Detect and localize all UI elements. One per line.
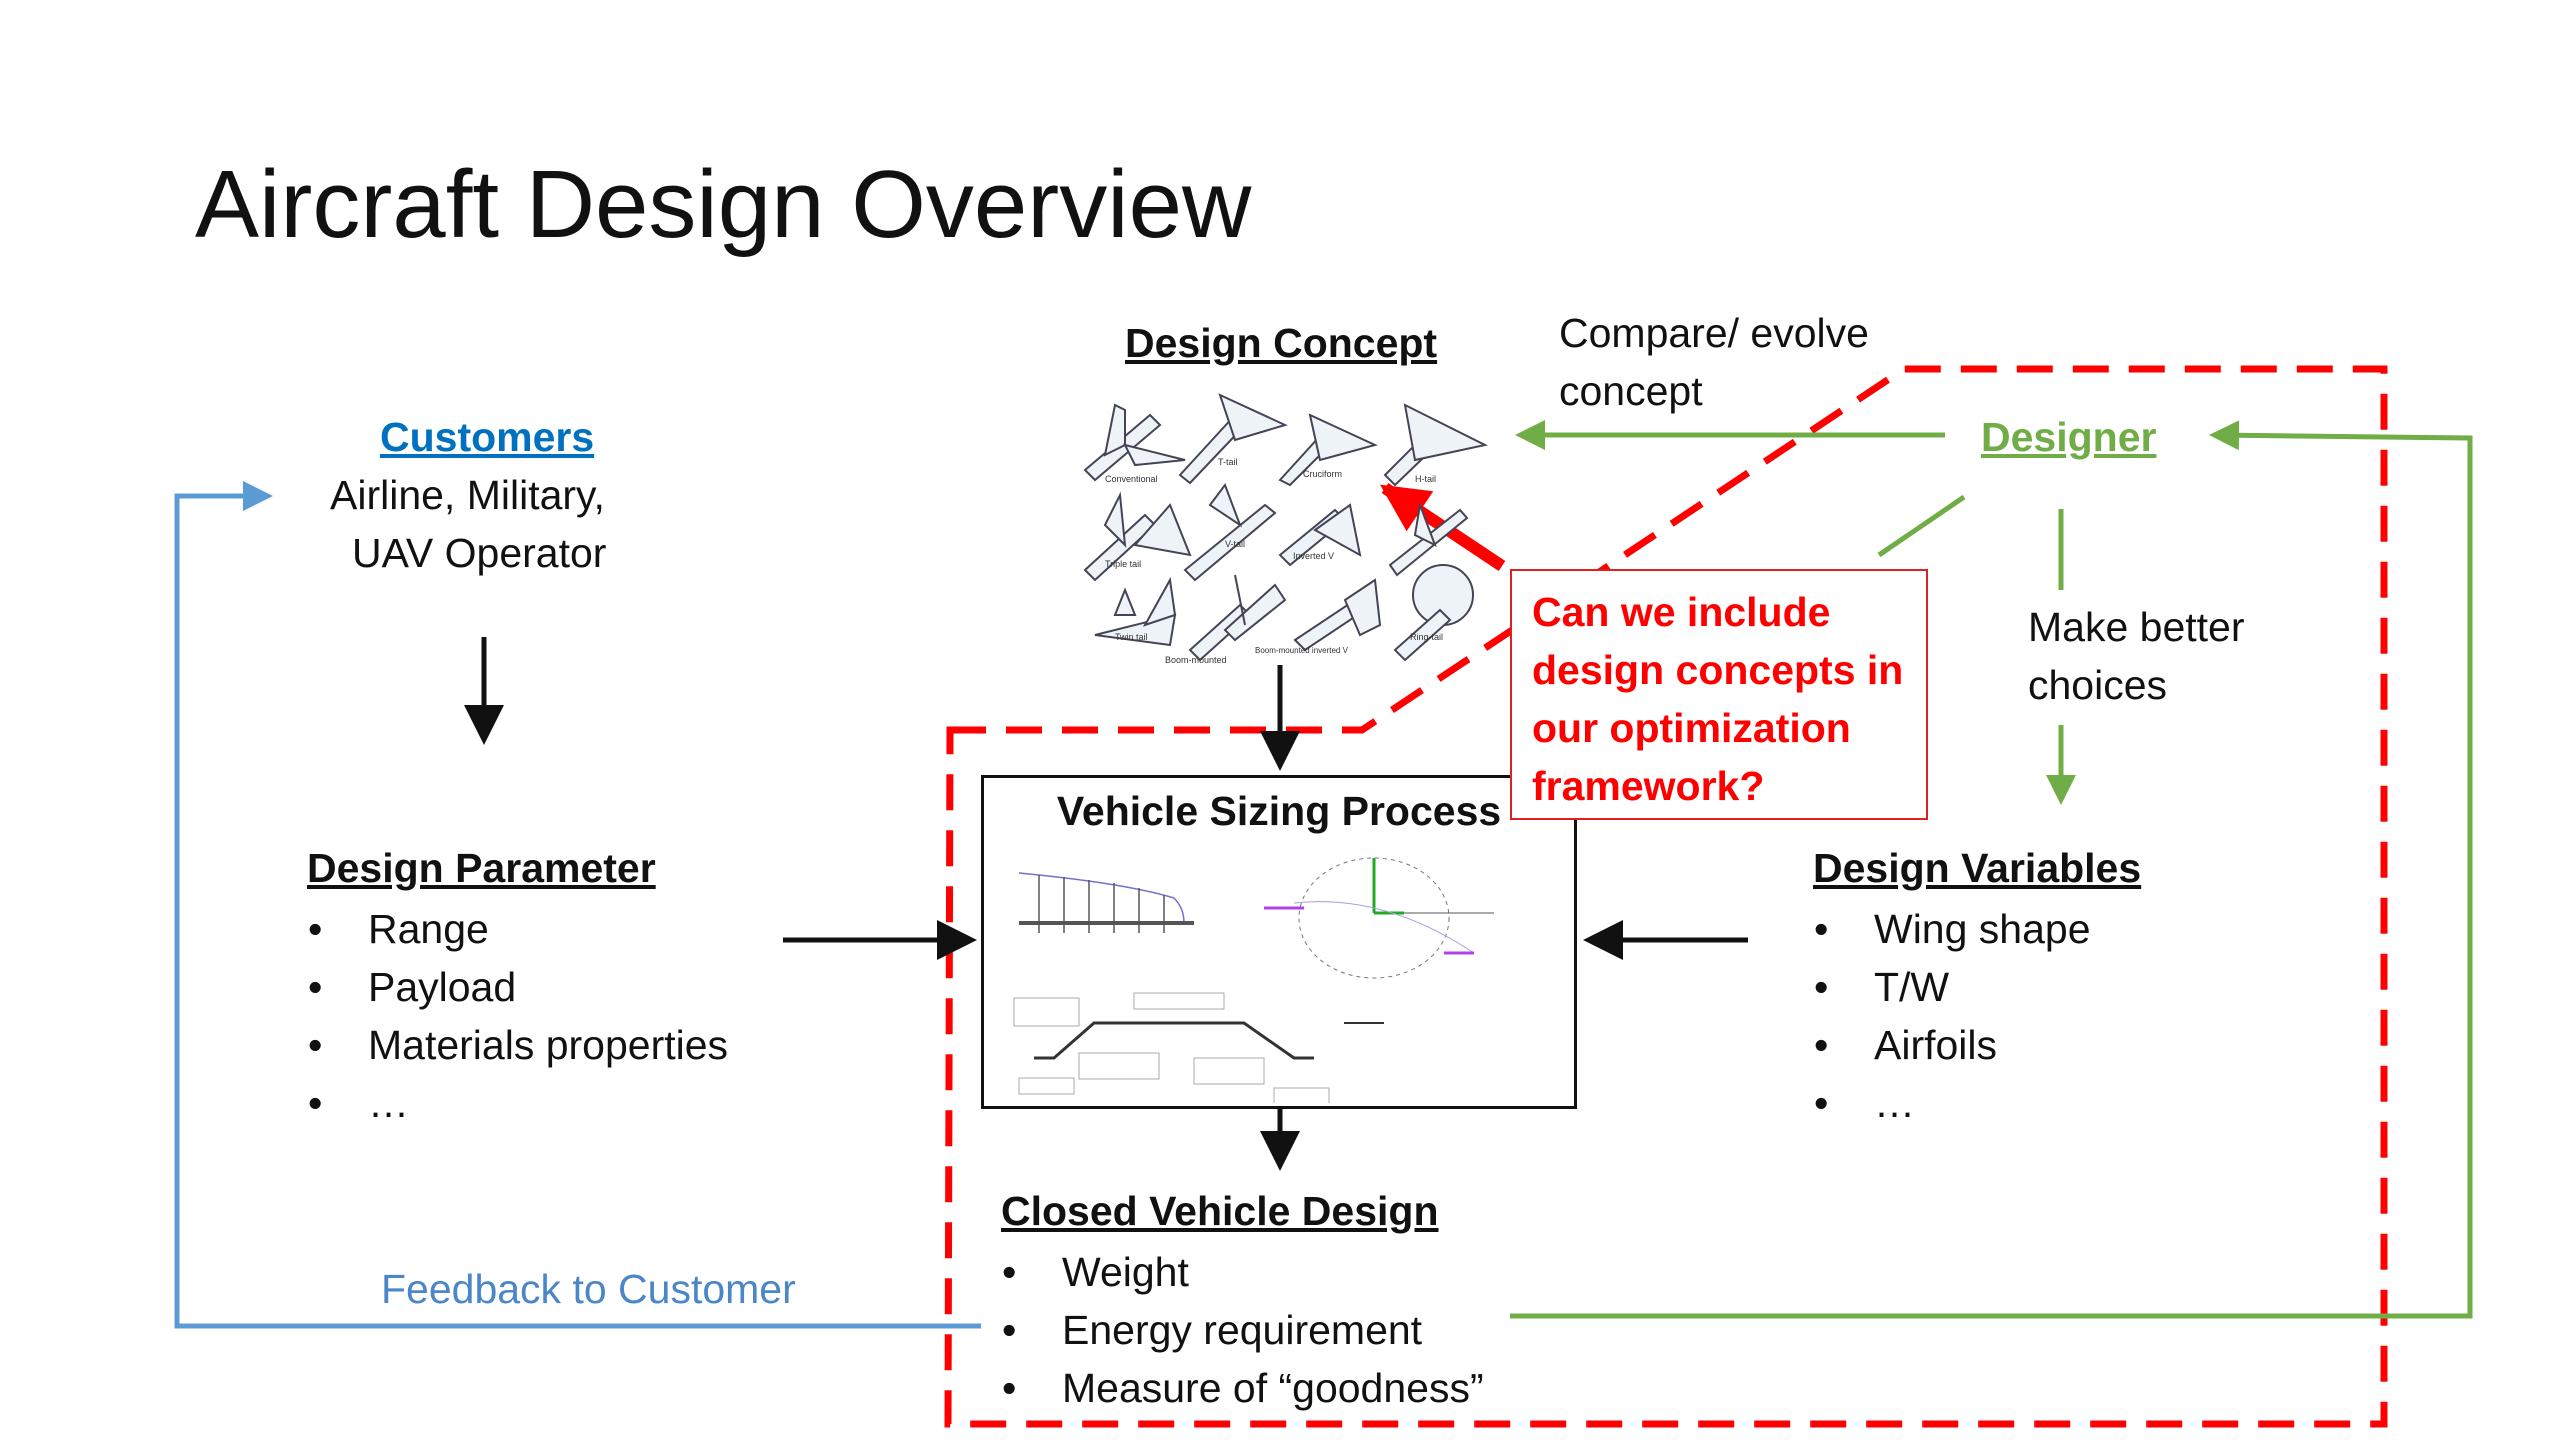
design-variables-list: Wing shape T/W Airfoils … [1814, 900, 2091, 1132]
plane-sketch-v-tail [1183, 482, 1277, 582]
page-title: Aircraft Design Overview [195, 151, 1252, 258]
designer-diagonal-line [1877, 494, 1966, 558]
customers-line-2: UAV Operator [352, 530, 607, 576]
list-item: T/W [1814, 958, 2091, 1016]
list-item: Measure of “goodness” [1002, 1359, 1484, 1417]
question-line: design concepts in [1532, 647, 1904, 693]
design-parameter-heading: Design Parameter [307, 845, 656, 891]
customers-heading: Customers [380, 414, 595, 460]
concept-label-h-tail: H-tail [1415, 474, 1436, 484]
design-variables-heading: Design Variables [1813, 845, 2142, 891]
plane-sketch-y [1388, 501, 1469, 577]
plane-sketch-ring-tail [1393, 564, 1474, 662]
optimization-boundary-dashed [944, 365, 2388, 1428]
plane-sketch-t-tail [1178, 393, 1288, 485]
vehicle-sizing-heading: Vehicle Sizing Process [1056, 788, 1502, 834]
plane-sketch-h-tail [1383, 403, 1488, 487]
concept-label-boom-mounted-inverted-v: Boom-mounted inverted V [1255, 646, 1349, 655]
closed-design-list: Weight Energy requirement Measure of “go… [1002, 1243, 1484, 1417]
compare-line-2: concept [1559, 368, 1703, 414]
concept-label-twin-tail: Twin tail [1115, 632, 1148, 642]
list-item: Range [308, 900, 728, 958]
vehicle-sizing-box: Vehicle Sizing Process [981, 775, 1577, 1109]
list-item: … [308, 1074, 728, 1132]
concept-labels: Conventional T-tail Cruciform H-tail Tri… [1105, 457, 1443, 665]
list-item: Energy requirement [1002, 1301, 1484, 1359]
plane-sketch-boom-inverted-v [1293, 578, 1382, 652]
concept-label-cruciform: Cruciform [1303, 469, 1342, 479]
concept-label-v-tail: V-tail [1225, 539, 1245, 549]
plane-sketch-triple-tail [1083, 491, 1192, 582]
concept-label-inverted-v: Inverted V [1293, 551, 1334, 561]
list-item: Wing shape [1814, 900, 2091, 958]
design-concepts-image: Conventional T-tail Cruciform H-tail Tri… [1083, 393, 1488, 665]
question-line: framework? [1532, 763, 1765, 809]
concept-label-ring-tail: Ring-tail [1410, 632, 1443, 642]
list-item: Materials properties [308, 1016, 728, 1074]
compare-line-1: Compare/ evolve [1559, 310, 1869, 356]
design-concept-heading: Design Concept [1125, 320, 1438, 366]
concept-label-conventional: Conventional [1105, 474, 1158, 484]
make-better-line-1: Make better [2028, 604, 2245, 651]
list-item: … [1814, 1074, 2091, 1132]
control-volume-figure [1264, 857, 1494, 979]
plane-sketch-conventional [1083, 403, 1186, 482]
concept-label-boom-mounted: Boom-mounted [1165, 655, 1227, 665]
wing-load-figure [1018, 872, 1194, 933]
plane-sketch-cruciform [1278, 413, 1378, 487]
list-item: Airfoils [1814, 1016, 2091, 1074]
question-line: Can we include [1532, 589, 1831, 635]
make-better-line-2: choices [2028, 662, 2168, 709]
feedback-label: Feedback to Customer [381, 1266, 796, 1312]
concept-label-triple-tail: Triple tail [1105, 559, 1141, 569]
closed-design-heading: Closed Vehicle Design [1001, 1188, 1439, 1234]
mission-profile-figure [1013, 992, 1384, 1103]
plane-sketch-boom-mounted [1188, 574, 1287, 662]
plane-sketch-inverted-v [1278, 503, 1362, 567]
question-line: our optimization [1532, 705, 1851, 751]
sizing-figures [1013, 857, 1494, 1103]
list-item: Weight [1002, 1243, 1484, 1301]
list-item: Payload [308, 958, 728, 1016]
question-callout: Can we include design concepts in our op… [1510, 569, 1928, 820]
plane-sketch-twin-tail [1094, 576, 1177, 647]
arrow-closed-to-designer [1510, 420, 2473, 1319]
designer-heading: Designer [1981, 414, 2157, 460]
customers-line-1: Airline, Military, [330, 472, 605, 518]
concept-label-t-tail: T-tail [1218, 457, 1238, 467]
feedback-arrow [174, 481, 981, 1329]
design-parameter-list: Range Payload Materials properties … [308, 900, 728, 1132]
